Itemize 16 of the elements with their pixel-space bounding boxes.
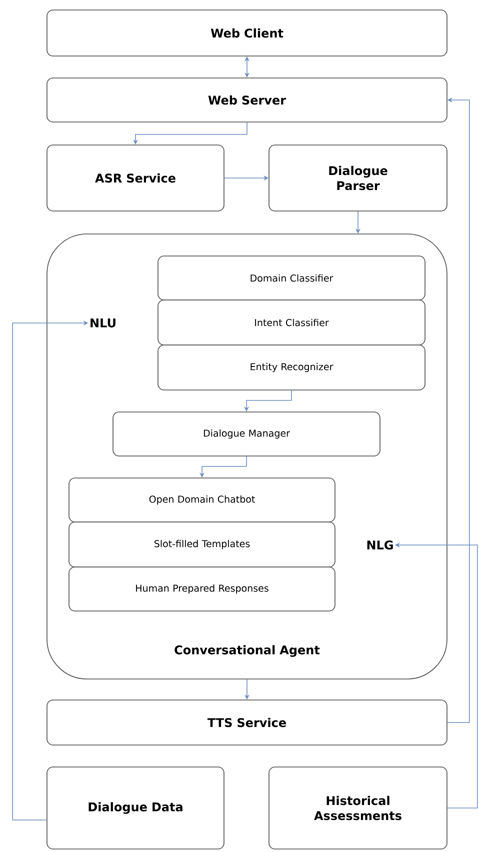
component-box: Intent Classifier (158, 300, 426, 346)
service-box: Web Client (46, 10, 448, 56)
section-label: NLU (90, 318, 116, 328)
component-box: Slot-filled Templates (68, 522, 336, 568)
component-box: Dialogue Manager (112, 412, 380, 456)
service-box: Web Server (46, 78, 448, 122)
service-box: Historical Assessments (268, 766, 448, 850)
service-box: TTS Service (46, 700, 448, 746)
component-box: Open Domain Chatbot (68, 478, 336, 522)
service-box: Dialogue Parser (268, 144, 448, 212)
service-box: ASR Service (46, 144, 224, 212)
service-box: Dialogue Data (46, 766, 224, 850)
component-box: Entity Recognizer (158, 344, 426, 390)
section-label: NLG (367, 540, 393, 550)
component-box: Human Prepared Responses (68, 566, 336, 612)
component-box: Domain Classifier (158, 256, 426, 300)
